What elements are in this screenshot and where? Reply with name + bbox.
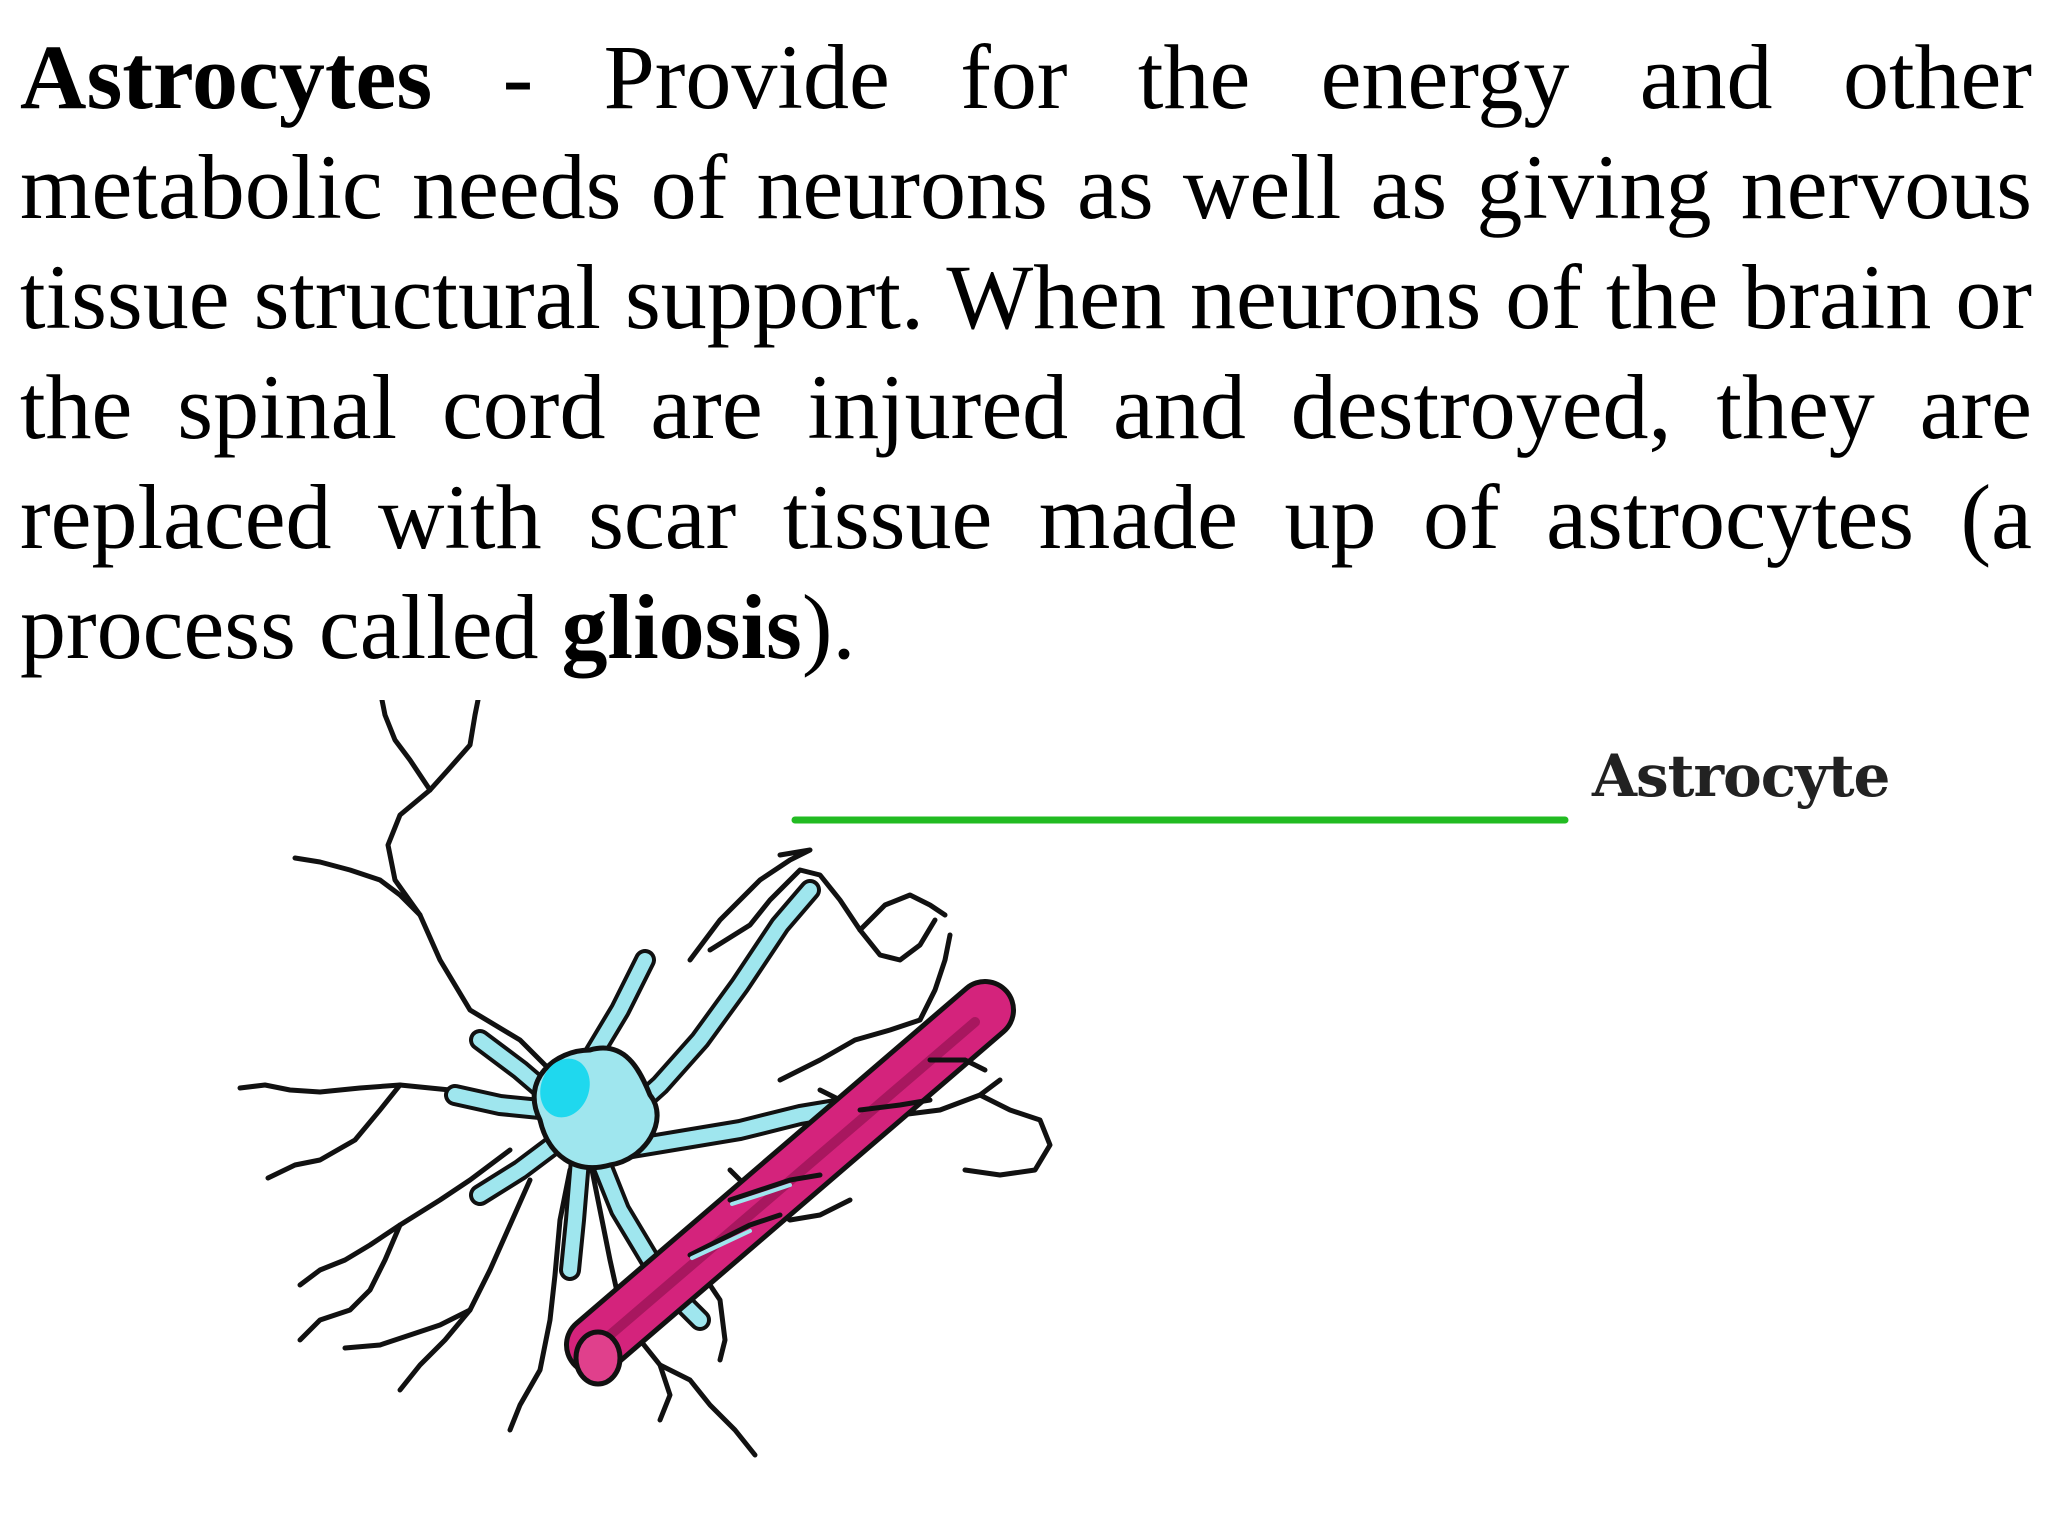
cell-body (531, 1045, 660, 1171)
description-paragraph: Astrocytes - Provide for the energy and … (20, 22, 2032, 682)
nucleus (540, 1058, 590, 1118)
astrocyte-label: Astrocyte (1592, 742, 1890, 810)
term-gliosis: gliosis (561, 576, 802, 678)
paragraph-body: - Provide for the energy and other metab… (20, 26, 2032, 678)
fine-processes (237, 700, 1053, 1458)
term-astrocytes: Astrocytes (20, 26, 433, 128)
paragraph-end: ). (801, 576, 856, 678)
astrocyte-diagram (237, 700, 1569, 1458)
end-feet-fill (690, 1183, 792, 1260)
end-feet (687, 1057, 988, 1258)
vessel-opening (573, 1329, 623, 1387)
